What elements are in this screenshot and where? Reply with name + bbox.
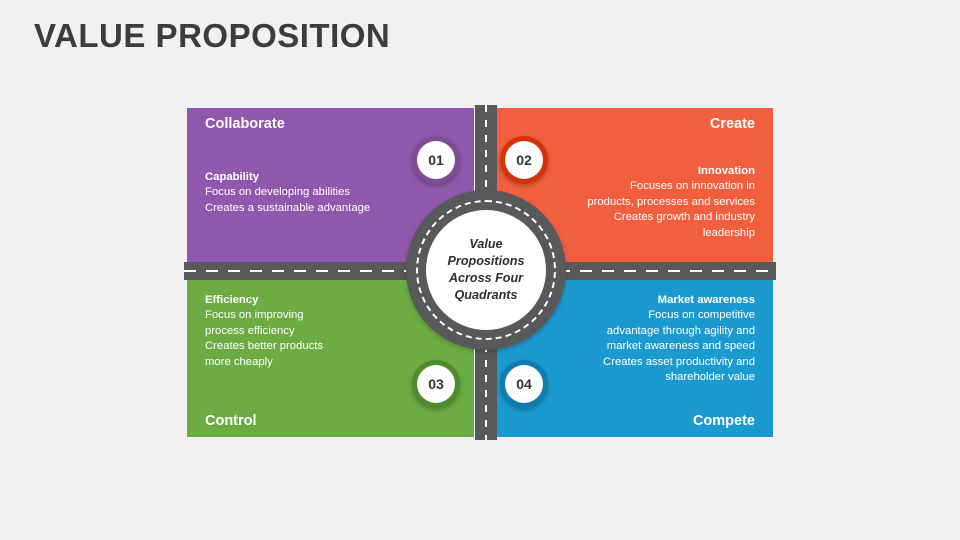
quadrant-collaborate-heading: Collaborate: [205, 116, 285, 132]
quadrant-compete-line-5: shareholder value: [665, 371, 755, 384]
quadrant-create-line-1: Focuses on innovation in: [630, 180, 755, 193]
quadrant-collaborate-body: Capability Focus on developing abilities…: [205, 170, 370, 216]
center-disc: Value Propositions Across Four Quadrants: [426, 210, 546, 330]
page-title: VALUE PROPOSITION: [34, 17, 391, 54]
quadrant-control-line-4: more cheaply: [205, 355, 273, 368]
quadrant-create[interactable]: Create Innovation Focuses on innovation …: [486, 108, 773, 266]
center-label-line-4: Quadrants: [454, 288, 518, 302]
quadrant-compete-line-4: Creates asset productivity and: [603, 355, 755, 368]
center-label-line-2: Propositions: [447, 254, 525, 268]
quadrant-create-line-2: products, processes and services: [587, 195, 755, 208]
quadrant-control-heading: Control: [205, 413, 257, 429]
quadrant-control-line-3: Creates better products: [205, 340, 324, 353]
quadrant-collaborate-subtitle: Capability: [205, 171, 259, 183]
badge-02[interactable]: 02: [500, 136, 548, 184]
quadrant-control-subtitle: Efficiency: [205, 294, 259, 306]
quadrant-create-line-3: Creates growth and industry: [613, 211, 755, 224]
center-label-line-1: Value: [469, 237, 503, 251]
quadrant-compete-line-2: advantage through agility and: [606, 324, 755, 337]
badge-02-label: 02: [505, 141, 543, 179]
center-roundabout[interactable]: Value Propositions Across Four Quadrants: [406, 190, 566, 350]
value-proposition-diagram: Collaborate Capability Focus on developi…: [184, 105, 776, 440]
quadrant-control-line-1: Focus on improving: [205, 309, 304, 322]
quadrant-collaborate-line-1: Focus on developing abilities: [205, 186, 351, 199]
quadrant-compete-line-1: Focus on competitive: [648, 309, 755, 322]
badge-04-label: 04: [505, 365, 543, 403]
quadrant-compete-line-3: market awareness and speed: [606, 340, 755, 353]
badge-01-label: 01: [417, 141, 455, 179]
quadrant-compete-subtitle: Market awareness: [657, 294, 755, 306]
quadrant-collaborate[interactable]: Collaborate Capability Focus on developi…: [187, 108, 474, 266]
badge-03[interactable]: 03: [412, 360, 460, 408]
quadrant-create-subtitle: Innovation: [697, 165, 755, 177]
center-label: Value Propositions Across Four Quadrants: [448, 236, 525, 304]
quadrant-control-body: Efficiency Focus on improving process ef…: [205, 293, 323, 370]
badge-03-label: 03: [417, 365, 455, 403]
center-dashed-ring: [416, 200, 556, 340]
badge-04[interactable]: 04: [500, 360, 548, 408]
quadrant-control-line-2: process efficiency: [205, 324, 295, 337]
quadrant-collaborate-line-2: Creates a sustainable advantage: [205, 201, 371, 214]
quadrant-compete-body: Market awareness Focus on competitive ad…: [540, 293, 755, 385]
quadrant-create-heading: Create: [709, 116, 755, 132]
quadrant-compete[interactable]: Compete Market awareness Focus on compet…: [486, 279, 773, 437]
quadrant-compete-heading: Compete: [692, 413, 755, 429]
center-label-line-3: Across Four: [448, 271, 524, 285]
quadrant-create-body: Innovation Focuses on innovation in prod…: [555, 164, 755, 241]
badge-01[interactable]: 01: [412, 136, 460, 184]
quadrant-create-line-4: leadership: [702, 226, 755, 239]
